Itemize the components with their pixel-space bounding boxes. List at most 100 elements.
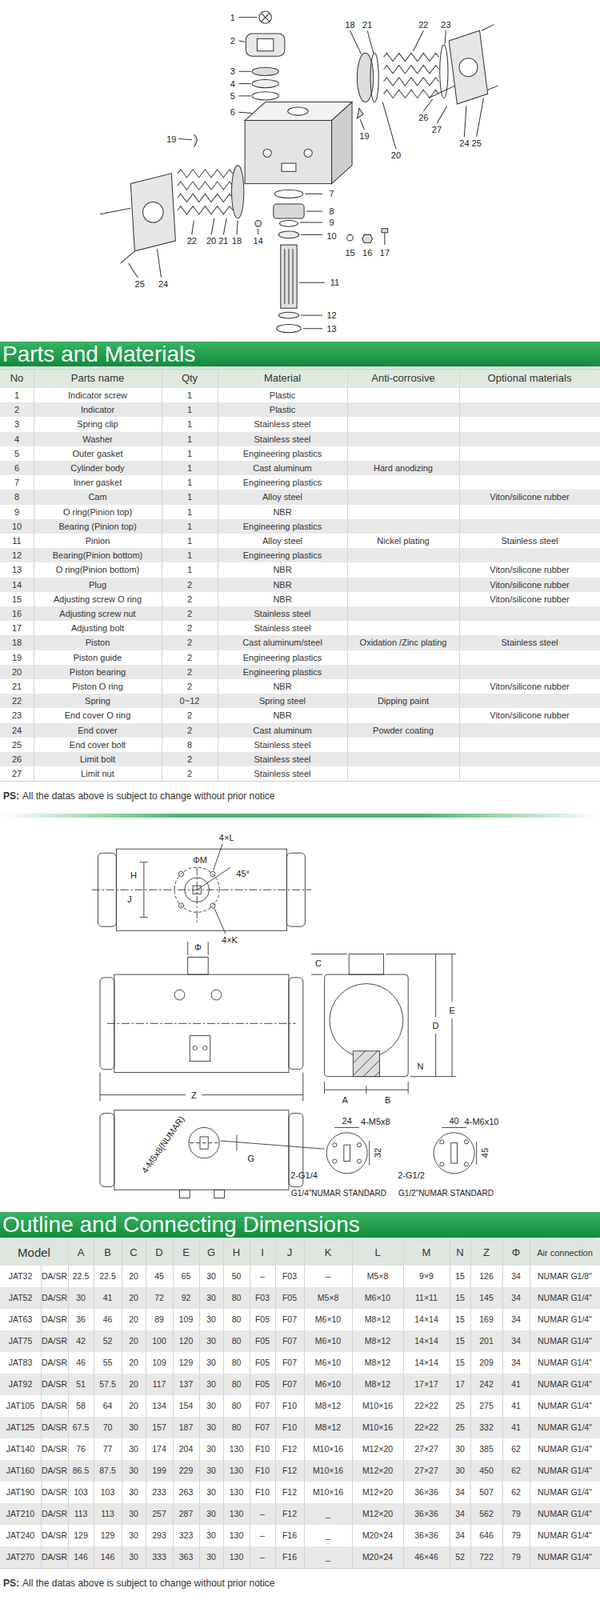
table-cell: 1	[161, 533, 218, 548]
table-cell: Hard anodizing	[347, 460, 460, 476]
table-cell: Powder coating	[347, 723, 460, 738]
table-cell: M20×24	[352, 1524, 404, 1547]
table-cell: 14×14	[403, 1308, 450, 1331]
table-cell: 34	[502, 1287, 530, 1309]
table-cell: 22×22	[403, 1416, 450, 1439]
callout-number: 12	[326, 311, 336, 320]
table-cell: Engineering plastics	[217, 548, 348, 563]
note-line: PS:All the datas above is subject to cha…	[3, 1577, 276, 1589]
table-cell: 137	[172, 1373, 200, 1396]
dimension-label: 2-G1/4	[290, 1171, 318, 1180]
table-cell: Viton/silicone rubber	[459, 562, 600, 577]
table-cell: DA/SR	[40, 1481, 68, 1504]
grid-line	[459, 368, 460, 781]
grid-line	[199, 1240, 200, 1568]
table-header: Material	[217, 368, 348, 388]
table-cell: 30	[199, 1546, 224, 1568]
table-cell: 19	[0, 650, 34, 665]
table-cell: 2	[161, 723, 218, 738]
table-cell: _	[304, 1524, 352, 1547]
table-header: H	[223, 1240, 250, 1266]
table-cell: 20	[121, 1373, 146, 1396]
grid-line	[172, 1240, 174, 1568]
table-cell: 103	[68, 1481, 94, 1504]
table-cell: 15	[449, 1287, 471, 1309]
table-cell: F07	[275, 1352, 304, 1374]
table-cell: F07	[249, 1395, 276, 1417]
table-cell: –	[249, 1503, 276, 1525]
table-cell: DA/SR	[40, 1438, 68, 1460]
table-cell: 129	[68, 1524, 94, 1547]
table-cell: DA/SR	[40, 1416, 68, 1439]
callout-number: 17	[380, 248, 390, 258]
table-cell: Limit bolt	[33, 752, 162, 767]
table-cell: 233	[145, 1481, 173, 1504]
table-cell: Bearing (Pinion top)	[33, 519, 162, 534]
table-cell: 130	[223, 1460, 250, 1482]
section-band: Parts and Materials	[0, 341, 600, 367]
table-cell: 30	[199, 1524, 224, 1547]
table-cell: JAT270	[0, 1546, 41, 1568]
table-cell: 24	[0, 723, 34, 738]
table-cell: Alloy steel	[217, 489, 348, 504]
table-cell: 2	[161, 752, 218, 767]
table-row	[0, 1416, 600, 1439]
table-cell: Piston	[33, 635, 162, 650]
table-cell: Stainless steel	[217, 620, 348, 636]
grid-line	[352, 1240, 353, 1568]
table-cell: 30	[199, 1481, 224, 1504]
table-cell: M6×10	[304, 1330, 352, 1352]
table-cell: 80	[223, 1395, 250, 1417]
grid-line	[249, 1240, 251, 1568]
table-cell: Washer	[33, 432, 162, 447]
dimension-label: Φ	[194, 942, 202, 952]
table-cell: Indicator	[33, 402, 162, 417]
dimension-label: E	[448, 1005, 455, 1015]
table-header: K	[304, 1240, 352, 1266]
table-cell: DA/SR	[40, 1265, 68, 1288]
table-cell: 34	[502, 1308, 530, 1331]
table-cell: 6	[0, 460, 34, 476]
table-cell: DA/SR	[40, 1330, 68, 1352]
table-cell: 15	[449, 1308, 471, 1331]
table-cell: 130	[223, 1438, 250, 1460]
table-cell: M8×12	[352, 1308, 404, 1331]
table-cell: Bearing(Pinion bottom)	[33, 548, 162, 563]
table-cell: 126	[470, 1265, 503, 1288]
table-cell: 199	[145, 1460, 173, 1482]
grid-line	[502, 1240, 504, 1568]
dimension-label: B	[384, 1096, 391, 1105]
table-cell: NUMAR G1/4"	[529, 1352, 600, 1374]
table-cell: M10×16	[352, 1416, 404, 1439]
table-cell: DA/SR	[40, 1546, 68, 1568]
table-cell: 209	[470, 1352, 503, 1374]
table-cell: NBR	[217, 504, 348, 520]
table-cell: F12	[275, 1460, 304, 1482]
table-cell: 20	[121, 1265, 146, 1288]
table-cell: F12	[275, 1503, 304, 1525]
dimension-label: H	[130, 871, 137, 880]
table-cell: Cylinder body	[33, 460, 162, 476]
table-cell: 27×27	[403, 1460, 450, 1482]
table-cell: 34	[502, 1330, 530, 1352]
table-cell: 169	[470, 1308, 503, 1331]
table-cell: 146	[93, 1546, 122, 1568]
table-cell: M8×12	[352, 1373, 404, 1396]
table-cell: 130	[223, 1546, 250, 1568]
table-cell: End cover	[33, 723, 162, 738]
callout-number: 19	[166, 134, 176, 144]
table-cell: 80	[223, 1352, 250, 1374]
table-cell: 30	[121, 1503, 146, 1525]
table-cell: F10	[275, 1395, 304, 1417]
table-cell: JAT52	[0, 1287, 41, 1309]
callout-number: 2	[230, 36, 236, 46]
callout-number: 19	[359, 131, 369, 140]
table-cell: O ring(Pinion top)	[33, 504, 162, 520]
table-cell: JAT240	[0, 1524, 41, 1547]
table-header: I	[249, 1240, 276, 1266]
table-cell: 22	[0, 693, 34, 708]
table-cell: JAT32	[0, 1265, 41, 1288]
table-cell: 120	[172, 1330, 200, 1352]
table-cell: JAT92	[0, 1373, 41, 1396]
table-cell: 64	[93, 1395, 122, 1417]
